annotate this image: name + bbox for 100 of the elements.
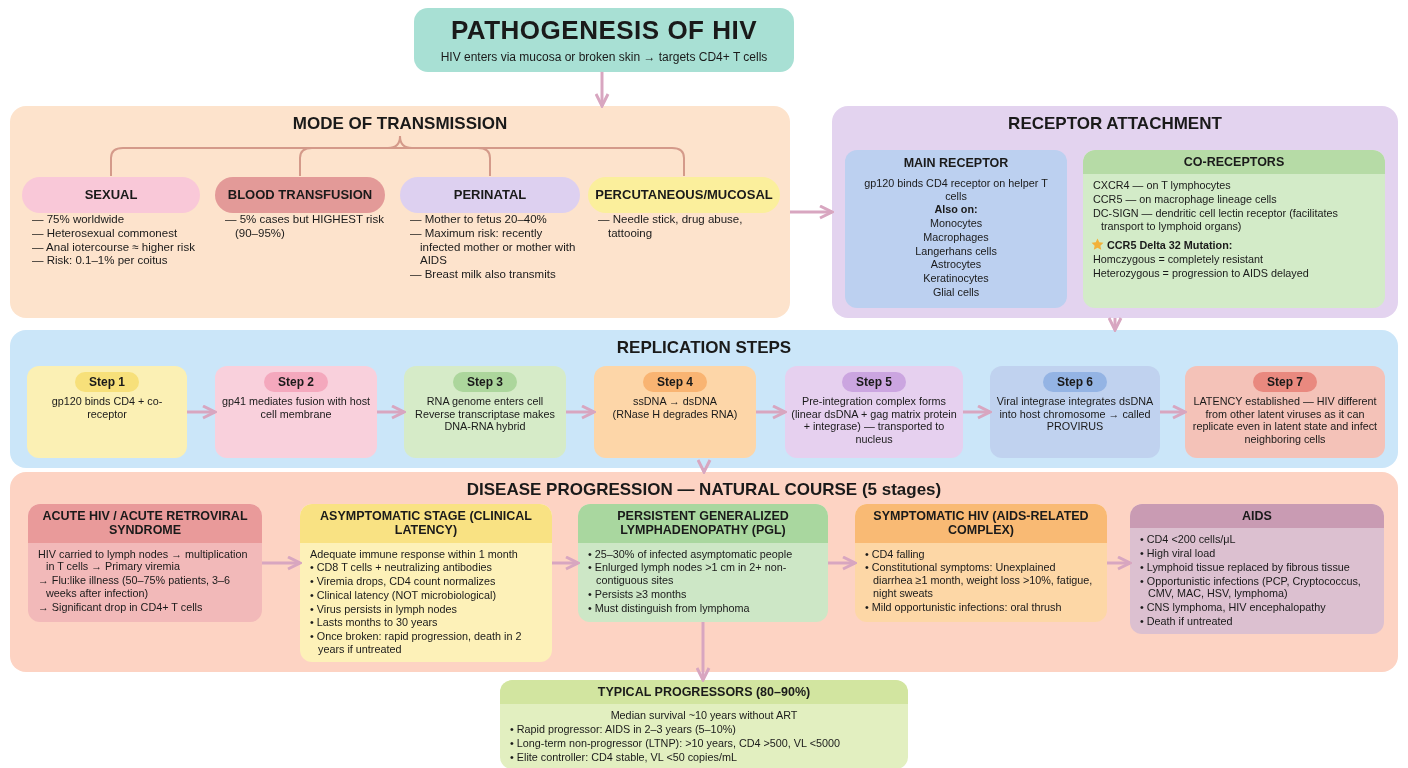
step-badge: Step 1 <box>75 372 139 392</box>
step-card <box>785 366 963 458</box>
card-text: Glial cells <box>931 285 981 299</box>
card-text: Langerhans cells <box>914 244 998 258</box>
list-item: — 5% cases but HIGHEST risk (90–95%) <box>224 213 385 241</box>
card-header: ASYMPTOMATIC STAGE (CLINICAL LATENCY) <box>300 504 552 543</box>
list-item: — Maximum risk: recently infected mother or mother with AIDS <box>409 226 577 269</box>
card-text: Macrophages <box>922 230 990 244</box>
card-text: CXCR4 — on T lymphocytes <box>1092 179 1232 193</box>
card-text: • Clinical latency (NOT microbiological) <box>309 588 497 602</box>
card-text: • Viremia drops, CD4 count normalizes <box>309 575 497 588</box>
card-header: CO-RECEPTORS <box>1083 150 1385 175</box>
card-text: • Enlurged lymph nodes >1 cm in 2+ non-contiguous sites <box>587 561 788 587</box>
card-text: Astrocytes <box>929 258 983 272</box>
category-pill: SEXUAL <box>22 177 200 213</box>
section-heading: DISEASE PROGRESSION — NATURAL COURSE (5 stages) <box>466 480 942 500</box>
step-text: RNA genome enters cell <box>425 395 545 408</box>
card-text: • Once broken: rapid progression, death in 2 years if untreated <box>309 630 523 656</box>
category-pill: PERINATAL <box>400 177 580 213</box>
card-text: gp120 binds CD4 receptor on helper T cells <box>863 177 1049 203</box>
arrow <box>756 404 787 420</box>
list-item: — Mother to fetus 20–40% <box>409 213 548 227</box>
step-badge: Step 3 <box>453 372 517 392</box>
card-text: CCR5 — on macrophage lineage cells <box>1092 193 1278 206</box>
step-badge: Step 4 <box>643 372 707 392</box>
card-text: Monocytes <box>928 217 984 230</box>
section-heading: REPLICATION STEPS <box>616 338 792 358</box>
card-text: Keratinocytes <box>922 272 990 285</box>
card-text: • Long-term non-progressor (LTNP): >10 years, CD4 >500, VL <5000 <box>509 736 841 750</box>
step-badge: Step 2 <box>264 372 328 392</box>
card-text: CCR5 Delta 32 Mutation: <box>1106 239 1234 253</box>
info-card <box>578 504 828 622</box>
card-heading: MAIN RECEPTOR <box>902 155 1010 172</box>
arrow <box>1107 555 1132 571</box>
card-header: PERSISTENT GENERALIZED LYMPHADENOPATHY (PGL) <box>578 504 828 543</box>
info-card <box>500 680 908 768</box>
list-item: — Anal iotercourse ≈ higher risk <box>31 240 196 255</box>
card-text: • Elite controller: CD4 stable, VL <50 copies/mL <box>509 750 738 764</box>
card-text: • CNS lymphoma, HIV encephalopathy <box>1139 601 1327 614</box>
info-card <box>300 504 552 662</box>
step-card <box>404 366 566 458</box>
step-text: Viral integrase integrates dsDNA into host chromosome → called PROVIRUS <box>996 395 1154 434</box>
card-text: • 25–30% of infected asymptomatic people <box>587 547 794 561</box>
arrow <box>187 404 217 420</box>
arrow <box>695 622 711 682</box>
card-text: Homczygous = completely resistant <box>1092 253 1265 266</box>
arrow <box>828 555 857 571</box>
card-text: • Virus persists in lymph nodes <box>309 602 458 616</box>
banner-subtitle: HIV enters via mucosa or broken skin → targets CD4+ T cells <box>439 49 769 64</box>
category-pill: BLOOD TRANSFUSION <box>215 177 385 213</box>
info-card <box>1130 504 1384 634</box>
card-text: • High viral load <box>1139 547 1217 560</box>
card-text: • Must distinguish from lymphoma <box>587 601 751 615</box>
card-text: → Significant drop in CD4+ T cells <box>37 600 204 614</box>
section-panel <box>10 330 1398 468</box>
arrow <box>552 555 580 571</box>
card-header: AIDS <box>1130 504 1384 529</box>
step-card <box>27 366 187 458</box>
list-item: — Risk: 0.1–1% per coitus <box>31 254 169 269</box>
step-text: (RNase H degrades RNA) <box>611 407 739 421</box>
section-panel <box>832 106 1398 318</box>
section-panel <box>10 472 1398 672</box>
step-card <box>1185 366 1385 458</box>
arrow <box>1160 404 1187 420</box>
step-text: gp120 binds CD4 + co-receptor <box>50 395 164 421</box>
info-card <box>845 150 1067 308</box>
step-card <box>215 366 377 458</box>
card-text: • Constitutional symptoms: Unexplained diarrhea ≥1 month, weight loss >10%, fatigue, night sweats <box>864 561 1094 600</box>
card-text: • CD8 T cells + neutralizing antibodies <box>309 561 493 575</box>
card-text: • Lasts months to 30 years <box>309 616 439 630</box>
step-text: gp41 mediates fusion with host cell membrane <box>221 395 371 421</box>
info-card <box>1083 150 1385 308</box>
step-text: LATENCY established — HIV different from other latent viruses as it can replicate even in latent state and infect neighboring cells <box>1191 395 1379 446</box>
step-badge: Step 6 <box>1043 372 1107 392</box>
section-heading: MODE OF TRANSMISSION <box>292 114 508 134</box>
category-pill: PERCUTANEOUS/MUCOSAL <box>588 177 780 213</box>
card-text: • Persists ≥3 months <box>587 587 688 601</box>
arrow <box>262 555 302 571</box>
section-heading: RECEPTOR ATTACHMENT <box>1008 114 1222 134</box>
arrow <box>790 204 834 220</box>
arrow <box>963 404 992 420</box>
info-card <box>855 504 1107 622</box>
arrow <box>594 71 610 108</box>
card-text: Also on: <box>933 203 979 217</box>
card-text: • Death if untreated <box>1139 614 1234 628</box>
card-text: Heterozygous = progression to AIDS delayed <box>1092 266 1310 280</box>
step-badge: Step 7 <box>1253 372 1317 392</box>
list-item: — 75% worldwide <box>31 213 126 227</box>
step-text: Pre-integration complex forms (linear dsDNA + gag matrix protein + integrase) — transported to nucleus <box>791 395 957 446</box>
card-text: • Lymphoid tissue replaced by fibrous tissue <box>1139 560 1351 574</box>
card-text: • Opportunistic infections (PCP, Cryptococcus, CMV, MAC, HSV, lymphoma) <box>1139 574 1362 601</box>
card-text: HIV carried to lymph nodes → multiplication in T cells → Primary viremia <box>37 547 249 574</box>
arrow <box>377 404 406 420</box>
card-text: DC-SIGN — dendritic cell lectin receptor (facilitates transport to lymphoid organs) <box>1092 206 1339 233</box>
info-card <box>28 504 262 622</box>
list-item: — Needle stick, drug abuse, tattooing <box>597 213 744 241</box>
step-card <box>594 366 756 458</box>
card-text: • CD4 <200 cells/μL <box>1139 533 1237 547</box>
card-text: Median survival ~10 years without ART <box>609 709 799 723</box>
banner-heading: PATHOGENESIS OF HIV <box>449 16 759 46</box>
